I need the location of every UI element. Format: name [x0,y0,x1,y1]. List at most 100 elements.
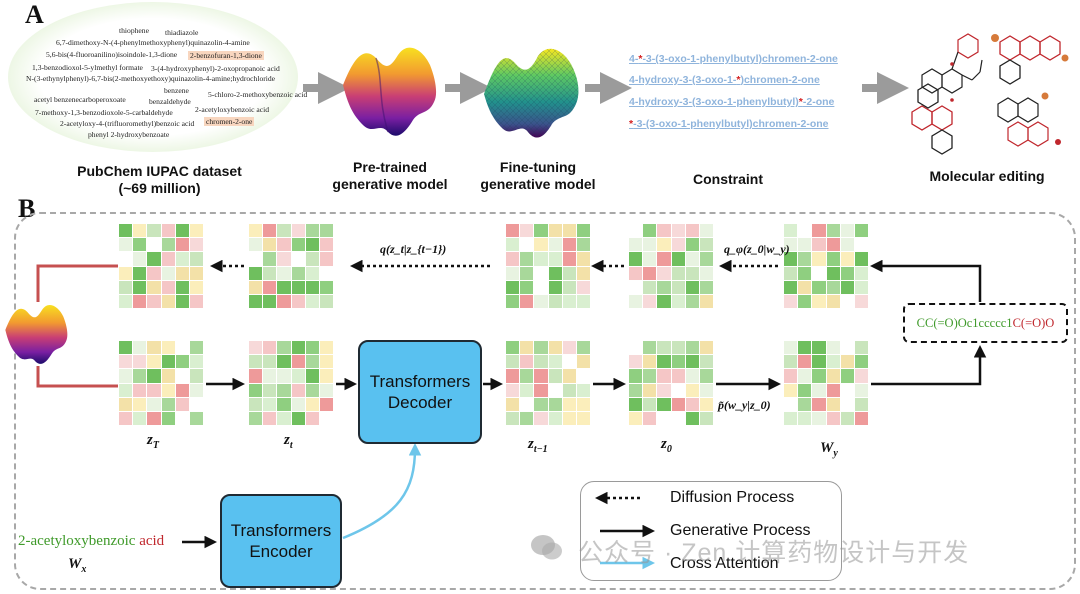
matrix-cell [249,397,263,411]
legend-generative-label: Generative Process [670,522,811,539]
matrix-cell [685,266,699,280]
input-iupac-name: 2-acetyloxybenzoic acid [18,533,164,550]
matrix-cell [277,266,291,280]
matrix-cell [249,238,263,252]
constraint-caption: Constraint [693,171,763,187]
matrix-cell [629,397,643,411]
matrix-cell [576,355,590,369]
word-trifluoromethyl: 2-acetyloxy-4-(trifluoromethyl)benzoic a… [60,119,195,128]
smiles-green-part: CC(=O)Oc1ccccc1 [916,315,1013,330]
matrix-cell [249,355,263,369]
matrix-cell [189,369,203,383]
matrix-cell [576,252,590,266]
matrix-cell [534,383,548,397]
label-diffusion-q: q(z_t|z_{t−1}) [380,242,447,256]
encoder-label-line2: Encoder [249,542,313,561]
matrix-cell [548,238,562,252]
matrix-cell [629,280,643,294]
matrix-cell [161,411,175,425]
matrix-cell [671,266,685,280]
matrix-cell [133,238,147,252]
matrix-cell [506,280,520,294]
matrix-cell [840,369,854,383]
matrix-cell [699,266,713,280]
matrix-cell [812,411,826,425]
matrix-cell [854,383,868,397]
pretrained-caption-line1: Pre-trained [353,159,427,175]
matrix-cell [826,383,840,397]
matrix-cell [657,397,671,411]
edited-molecules [911,33,1069,155]
label-generative-p: p̃(w_y|z_0) [718,398,771,412]
matrix-cell [305,280,319,294]
matrix-cell [685,238,699,252]
matrix-cell [305,294,319,308]
matrix-cell [319,294,333,308]
panel-b-frame [14,212,1076,590]
matrix-cell [685,252,699,266]
input-red-part: acid [139,533,165,549]
matrix-cell [854,294,868,308]
matrix-cell [685,341,699,355]
matrix-cell [133,252,147,266]
matrix-cell [305,397,319,411]
matrix-cell [161,341,175,355]
matrix-cell [119,341,133,355]
matrix-cell [175,355,189,369]
matrix-cell [685,280,699,294]
constraint-line-3: 4-hydroxy-3-(3-oxo-1-phenylbutyl)*-2-one [629,96,835,108]
matrix-cell [147,224,161,238]
matrix-cell [812,341,826,355]
matrix-cell [319,355,333,369]
matrix-cell [671,355,685,369]
matrix-cell [119,252,133,266]
matrix-cell [671,294,685,308]
finetune-caption-line2: generative model [480,176,596,192]
matrix-cell [319,341,333,355]
matrix-cell [133,266,147,280]
matrix-cell [534,252,548,266]
matrix-cell [812,294,826,308]
matrix-cell [147,411,161,425]
matrix-cell [784,383,798,397]
matrix-cell [548,280,562,294]
matrix-cell [520,355,534,369]
matrix-cell [277,280,291,294]
matrix-cell [784,369,798,383]
matrix-cell [812,280,826,294]
matrix-cell [249,280,263,294]
matrix-cell [119,411,133,425]
matrix-cell [699,238,713,252]
word-acetyl-benzenecarboperoxoate: acetyl benzenecarboperoxoate [34,95,126,104]
matrix-cell [119,397,133,411]
matrix-cell [840,411,854,425]
matrix-cell [643,294,657,308]
matrix-cell [548,383,562,397]
latent-grid-zt1 [506,341,590,425]
matrix-cell [576,280,590,294]
matrix-cell [249,411,263,425]
matrix-cell [534,341,548,355]
matrix-cell [189,341,203,355]
legend-box [580,481,842,581]
matrix-cell [699,383,713,397]
matrix-cell [319,280,333,294]
gen-arrow-smiles-wy [870,259,982,302]
matrix-cell [319,252,333,266]
noise-bracket [36,264,118,388]
matrix-cell [548,341,562,355]
matrix-cell [576,238,590,252]
matrix-cell [506,411,520,425]
matrix-cell [249,369,263,383]
matrix-cell [249,224,263,238]
matrix-cell [133,397,147,411]
matrix-cell [520,294,534,308]
matrix-cell [826,341,840,355]
matrix-cell [643,397,657,411]
matrix-cell [699,341,713,355]
matrix-cell [319,266,333,280]
matrix-cell [854,266,868,280]
matrix-cell [319,411,333,425]
matrix-cell [629,355,643,369]
matrix-cell [548,355,562,369]
